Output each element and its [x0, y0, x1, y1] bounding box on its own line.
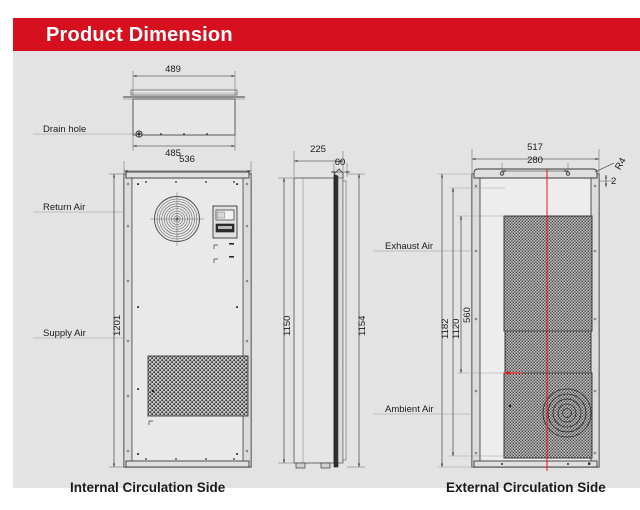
dim-225	[293, 151, 344, 177]
control-panel	[212, 205, 238, 263]
dim-label-1120: 1120	[451, 318, 462, 339]
callout-return-air: Return Air	[43, 202, 86, 213]
dim-label-517: 517	[527, 142, 543, 153]
dim-label-489: 489	[165, 64, 181, 75]
top-view-geometry	[33, 89, 245, 138]
fan-grille-internal	[150, 192, 204, 246]
callout-drain-hole: Drain hole	[43, 124, 87, 135]
dim-517	[471, 149, 600, 175]
dim-label-560: 560	[462, 307, 473, 323]
header-bar: Product Dimension	[13, 18, 640, 51]
external-grilles	[503, 215, 593, 459]
dim-1201	[109, 173, 125, 468]
dim-560	[457, 215, 505, 374]
dim-1182	[437, 173, 473, 468]
ambient-fan	[542, 388, 592, 438]
dim-280	[501, 163, 569, 175]
dim-R4	[594, 162, 615, 173]
callout-ambient-air: Ambient Air	[385, 404, 434, 415]
dim-label-536: 536	[179, 154, 195, 165]
dim-label-1154: 1154	[357, 315, 368, 336]
internal-view-geometry	[33, 171, 252, 468]
dim-label-1182: 1182	[440, 318, 451, 339]
callout-supply-air: Supply Air	[43, 328, 86, 339]
side-view-geometry	[293, 168, 347, 469]
supply-grille	[147, 355, 249, 417]
dim-536	[123, 161, 252, 177]
dim-label-225: 225	[310, 144, 326, 155]
dim-485	[132, 135, 236, 151]
dim-1154	[347, 173, 365, 468]
caption-internal-circulation-side: Internal Circulation Side	[70, 480, 226, 495]
dim-1120	[449, 187, 505, 457]
caption-external-circulation-side: External Circulation Side	[446, 480, 606, 495]
callout-exhaust-air: Exhaust Air	[385, 241, 434, 252]
technical-drawing-svg	[33, 71, 615, 471]
drawing-canvas: 489 485 Drain hole 536 1201 Return Air S…	[13, 51, 640, 488]
dim-label-1150: 1150	[282, 315, 293, 336]
dim-label-60: 60	[334, 157, 346, 168]
dim-1150	[278, 177, 295, 464]
dim-489	[132, 71, 236, 95]
dim-label-2: 2	[611, 176, 617, 187]
page-title: Product Dimension	[46, 23, 233, 46]
dim-60	[331, 163, 350, 177]
dim-label-1201: 1201	[112, 314, 123, 336]
dim-label-485: 485	[165, 148, 181, 159]
dim-label-280: 280	[527, 155, 543, 166]
dim-2	[599, 175, 613, 187]
